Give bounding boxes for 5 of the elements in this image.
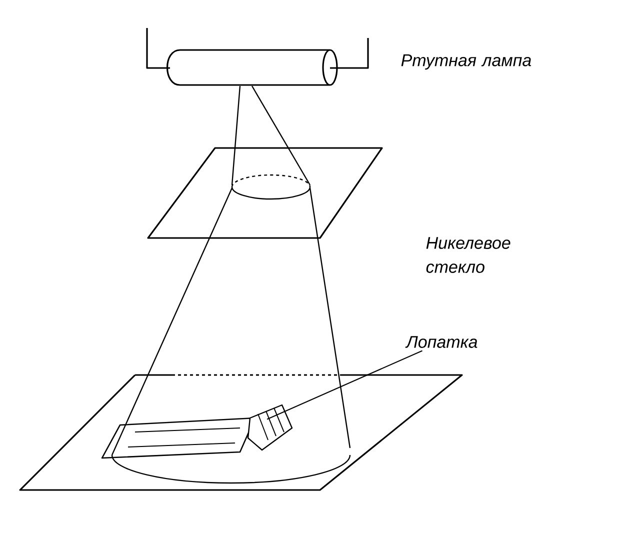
part-label: Ртутная лампа [401, 54, 532, 70]
spatula-drawing [101, 404, 293, 459]
part-label: Никелевое стекло [426, 237, 510, 273]
leader-line [266, 350, 422, 420]
part-label: Лопатка [405, 336, 478, 348]
